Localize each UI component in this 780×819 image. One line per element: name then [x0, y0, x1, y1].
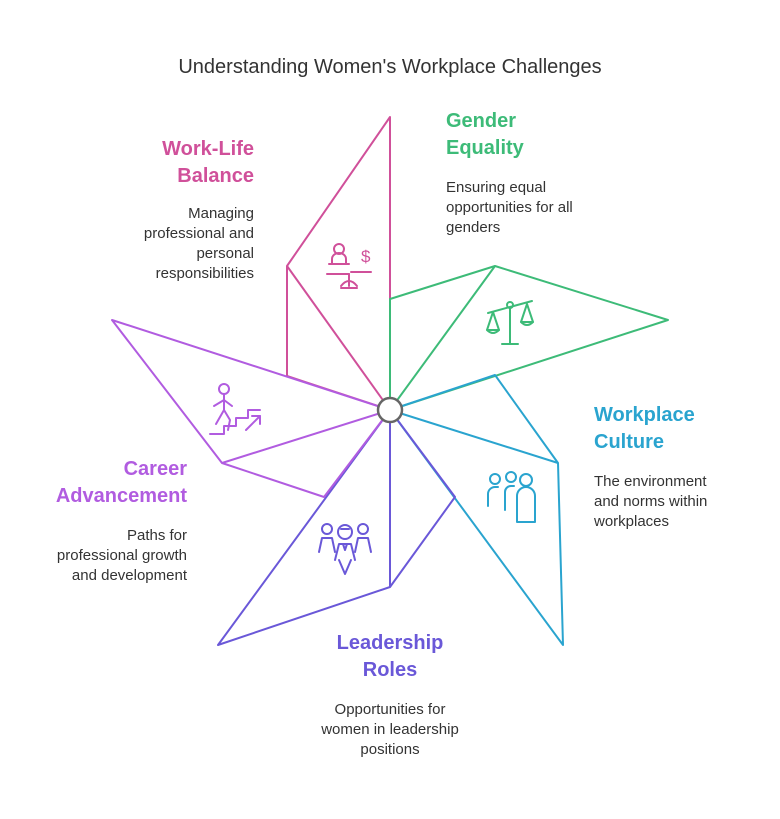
heading-line: Balance: [177, 165, 254, 187]
center-hub: [376, 396, 404, 424]
team-leader-icon: [318, 523, 372, 575]
heading-line: Gender: [446, 110, 517, 132]
desc-line: Ensuring equal: [446, 179, 547, 196]
heading-line: Roles: [362, 659, 418, 681]
desc-line: responsibilities: [155, 265, 254, 282]
desc-line: professional and: [143, 225, 254, 242]
desc-career-advancement: Paths for professional growth and develo…: [57, 526, 187, 586]
heading-gender-equality: Gender Equality: [446, 108, 524, 162]
blade-gender-equality: [389, 265, 669, 411]
heading-line: Career: [123, 458, 187, 480]
desc-line: opportunities for all: [446, 199, 573, 216]
desc-line: and norms within: [594, 493, 708, 510]
blade-workplace-culture: [389, 374, 564, 646]
desc-work-life-balance: Managing professional and personal respo…: [144, 204, 254, 284]
desc-line: and development: [71, 567, 187, 584]
heading-career-advancement: Career Advancement: [56, 456, 187, 510]
heading-line: Leadership: [336, 632, 444, 654]
desc-line: genders: [446, 219, 501, 236]
scales-icon: [486, 300, 534, 345]
desc-workplace-culture: The environment and norms within workpla…: [594, 472, 707, 532]
desc-line: Opportunities for: [334, 701, 446, 718]
heading-line: Workplace: [594, 404, 695, 426]
desc-line: positions: [360, 741, 420, 758]
heading-leadership-roles: Leadership Roles: [288, 630, 492, 684]
heading-line: Work-Life: [162, 138, 254, 160]
heading-line: Advancement: [55, 485, 187, 507]
desc-line: The environment: [594, 473, 707, 490]
desc-gender-equality: Ensuring equal opportunities for all gen…: [446, 178, 573, 238]
diagram-title: Understanding Women's Workplace Challeng…: [178, 56, 602, 78]
svg-text:$: $: [361, 247, 371, 266]
desc-line: Paths for: [126, 527, 187, 544]
desc-line: women in leadership: [321, 721, 459, 738]
heading-line: Equality: [446, 137, 524, 159]
desc-line: professional growth: [56, 547, 187, 564]
heading-workplace-culture: Workplace Culture: [594, 402, 695, 456]
desc-line: personal: [196, 245, 254, 262]
desc-line: Managing: [188, 205, 254, 222]
heading-line: Culture: [594, 431, 664, 453]
people-group-icon: [487, 471, 536, 523]
desc-line: workplaces: [594, 513, 670, 530]
blade-leadership-roles: [217, 409, 456, 646]
desc-leadership-roles: Opportunities for women in leadership po…: [288, 700, 492, 760]
climbing-stairs-icon: [209, 383, 261, 435]
work-life-balance-icon: $: [326, 243, 372, 289]
heading-work-life-balance: Work-Life Balance: [162, 136, 254, 190]
blade-career-advancement: [111, 319, 391, 498]
